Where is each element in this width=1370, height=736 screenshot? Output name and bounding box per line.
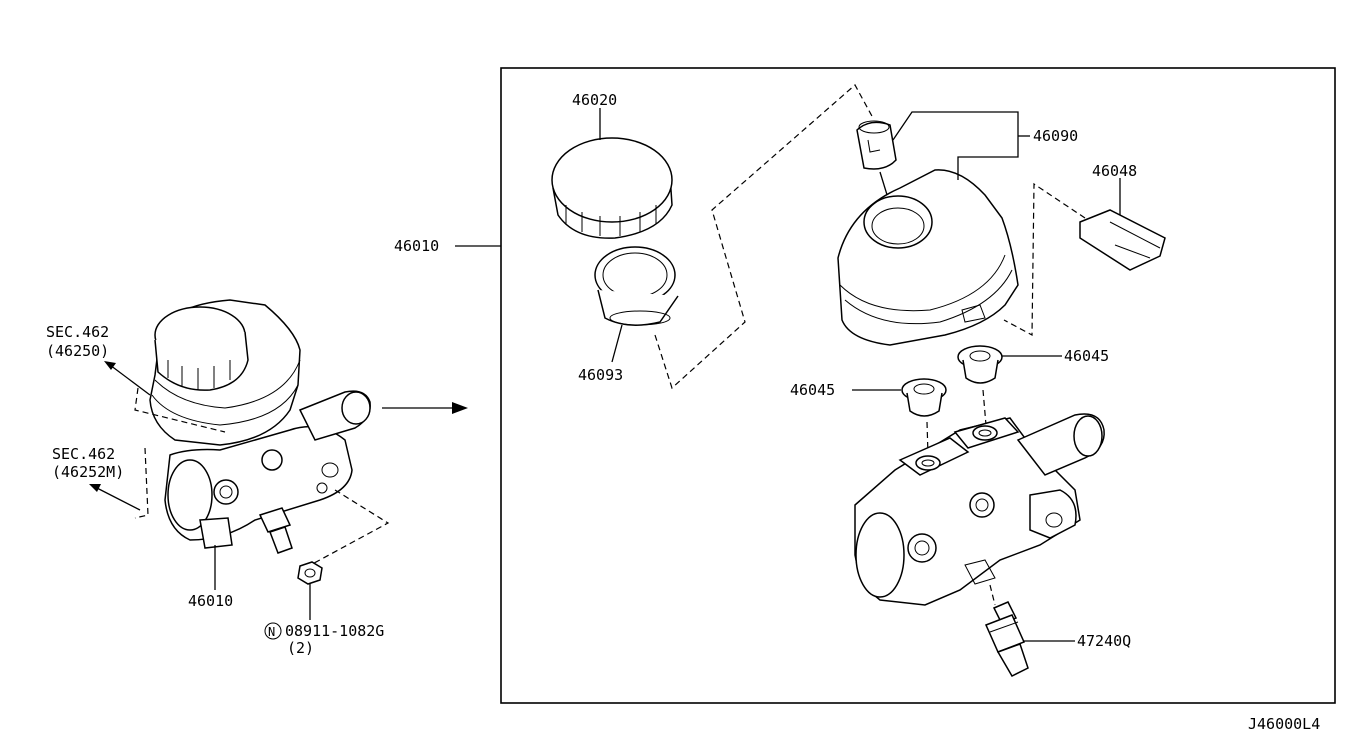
reservoir-float: [856, 120, 897, 170]
plug-label: 46048: [1092, 162, 1137, 180]
reservoir-label: 46090: [1033, 127, 1078, 145]
bolt-symbol-letter: N: [268, 625, 275, 639]
grommet-right: [957, 345, 1003, 384]
grommet-right-label: 46045: [1064, 347, 1109, 365]
bolt-nut: [297, 561, 323, 585]
assembly-frame-label: 46010: [394, 237, 439, 255]
strainer: [594, 246, 679, 326]
reservoir-cap: [551, 137, 673, 239]
arrow-sec-46250: [104, 361, 151, 396]
grommet-left-label: 46045: [790, 381, 835, 399]
assembly-left-label: 46010: [188, 592, 233, 610]
sec462-bottom-ref: (46252M): [52, 463, 124, 481]
strainer-label: 46093: [578, 366, 623, 384]
bolt-part-label: 08911-1082G: [285, 622, 384, 640]
reservoir-tank: [837, 169, 1019, 346]
arrow-sec-46252m: [89, 484, 141, 511]
bolt-symbol-circle: [264, 622, 282, 640]
pressure-sensor: [984, 601, 1029, 677]
bolt-qty-label: (2): [287, 639, 314, 657]
grommet-left: [901, 378, 947, 417]
arrow-to-exploded-view: [382, 402, 468, 414]
sec462-top-label: SEC.462: [46, 323, 109, 341]
sec462-bottom-label: SEC.462: [52, 445, 115, 463]
diagram-code: J46000L4: [1248, 715, 1320, 733]
sec462-top-ref: (46250): [46, 342, 109, 360]
exploded-view-frame: [500, 67, 1336, 704]
left-master-cylinder-assembly: [149, 299, 371, 554]
plug-connector: [1079, 209, 1166, 271]
cap-label: 46020: [572, 91, 617, 109]
master-cylinder-body: [854, 413, 1105, 606]
sensor-label: 47240Q: [1077, 632, 1131, 650]
